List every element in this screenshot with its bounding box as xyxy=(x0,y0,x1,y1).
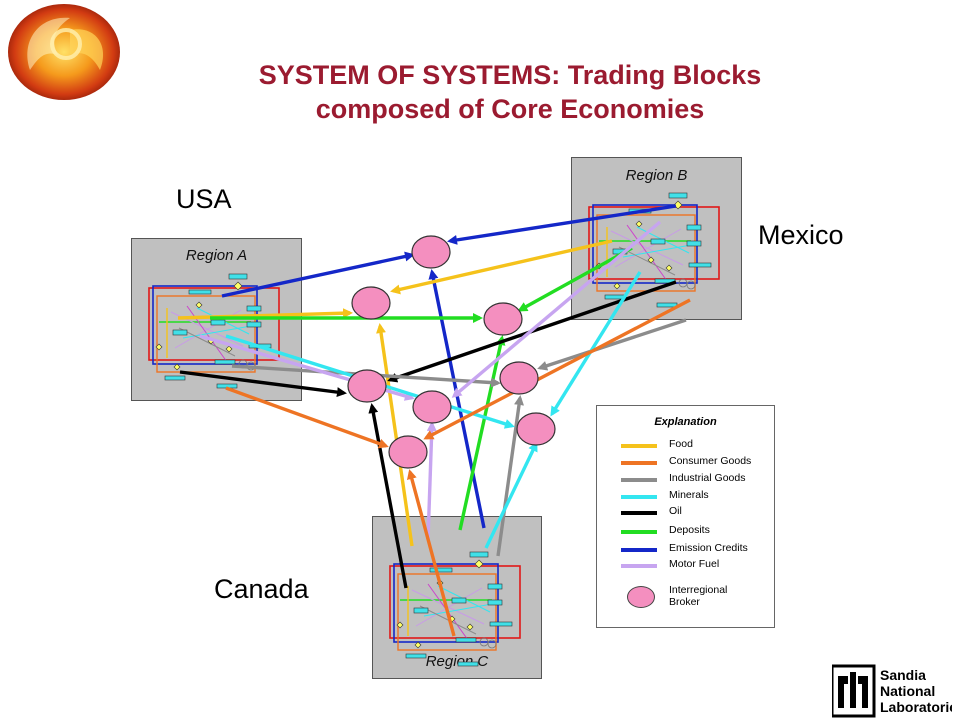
consumer-goods-c-to-broker xyxy=(406,469,456,637)
phoenix-logo xyxy=(8,4,120,100)
title-line-2: composed of Core Economies xyxy=(315,94,705,124)
minerals-c-to-broker xyxy=(484,441,538,549)
legend-label: Deposits xyxy=(669,524,710,536)
legend-title: Explanation xyxy=(654,416,717,428)
region-a-core-economy xyxy=(148,273,280,389)
motor-fuel-b-to-broker xyxy=(451,220,662,398)
oil-c-to-broker xyxy=(368,403,408,589)
svg-text:National: National xyxy=(880,683,935,699)
legend-swatch xyxy=(621,530,657,534)
legend-label: Oil xyxy=(669,505,682,517)
region-b-box: Region B xyxy=(571,157,742,320)
industrial-goods-b-to-broker xyxy=(537,318,687,371)
legend-swatch xyxy=(621,461,657,465)
consumer-goods-a-to-broker xyxy=(225,386,389,449)
broker-icon xyxy=(627,586,655,608)
country-label-canada: Canada xyxy=(214,574,309,604)
motor-fuel-c-to-broker xyxy=(426,421,437,541)
svg-text:Sandia: Sandia xyxy=(880,667,926,683)
legend-label: Food xyxy=(669,438,693,450)
oil-a-to-broker xyxy=(179,370,347,398)
page-title: SYSTEM OF SYSTEMS: Trading Blocks compos… xyxy=(180,58,840,126)
emission-credits-a-to-broker xyxy=(221,251,415,298)
minerals-b-to-broker xyxy=(550,271,642,417)
legend-swatch xyxy=(621,495,657,499)
region-c-box: Region C xyxy=(372,516,542,679)
legend-label: Motor Fuel xyxy=(669,558,720,570)
legend-swatch xyxy=(621,548,657,552)
food-b-to-broker xyxy=(390,239,613,295)
broker-deposits xyxy=(483,302,523,336)
industrial-goods-c-to-broker xyxy=(496,395,524,557)
legend-label: Industrial Goods xyxy=(669,472,746,484)
legend-label: Emission Credits xyxy=(669,542,748,554)
consumer-goods-b-to-broker xyxy=(423,298,691,440)
deposits-b-to-broker xyxy=(517,246,633,312)
broker-emission-credits xyxy=(411,235,451,269)
emission-credits-b-to-broker xyxy=(447,204,677,245)
country-label-usa: USA xyxy=(176,184,232,214)
region-b-label: Region B xyxy=(625,167,688,184)
broker-industrial-goods xyxy=(499,361,539,395)
legend-swatch xyxy=(621,564,657,568)
legend-broker-label: Interregional Broker xyxy=(669,584,728,608)
legend-swatch xyxy=(621,511,657,515)
region-c-core-economy xyxy=(389,551,521,667)
emission-credits-c-to-broker xyxy=(428,269,486,529)
legend-label: Minerals xyxy=(669,489,709,501)
country-label-mexico: Mexico xyxy=(758,220,844,250)
legend-label: Consumer Goods xyxy=(669,455,752,467)
legend-swatch xyxy=(621,478,657,482)
legend-swatch xyxy=(621,444,657,448)
food-a-to-broker xyxy=(177,308,353,320)
broker-food xyxy=(351,286,391,320)
broker-motor-fuel xyxy=(412,390,452,424)
broker-consumer-goods xyxy=(388,435,428,469)
svg-text:Laboratories: Laboratories xyxy=(880,699,952,715)
sandia-logo: Sandia National Laboratories xyxy=(832,664,952,718)
broker-minerals xyxy=(516,412,556,446)
food-c-to-broker xyxy=(376,323,414,547)
title-line-1: SYSTEM OF SYSTEMS: Trading Blocks xyxy=(258,60,762,90)
deposits-c-to-broker xyxy=(458,335,506,531)
region-a-label: Region A xyxy=(185,247,248,264)
broker-oil xyxy=(347,369,387,403)
